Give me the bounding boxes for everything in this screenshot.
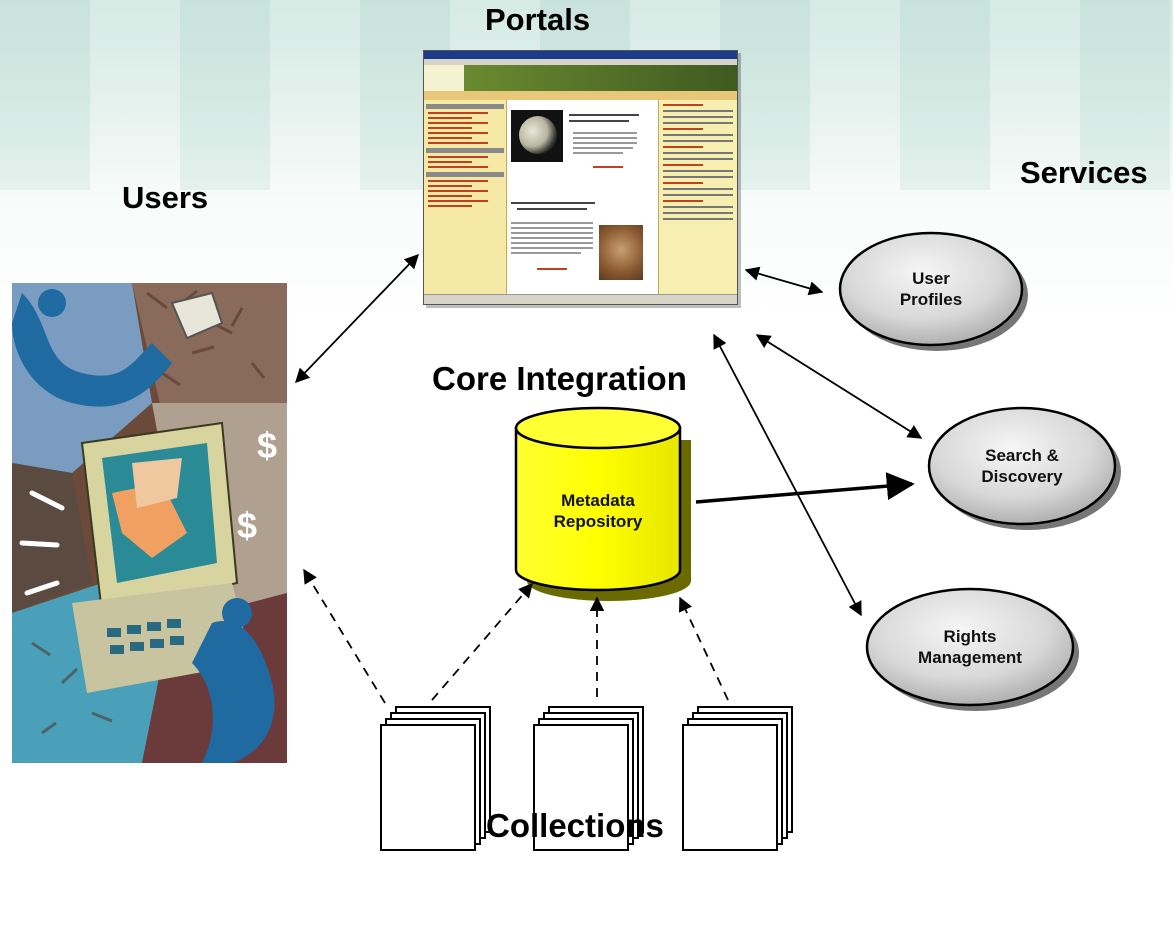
portal-right-column [658, 100, 737, 294]
fossil-image [599, 225, 643, 280]
moon-image [511, 110, 563, 162]
dashed-arrow-collection-users [303, 568, 386, 704]
metadata-repository-cylinder [514, 406, 691, 601]
arrow-portals-rights-management [713, 333, 862, 617]
portal-left-menu [424, 100, 507, 294]
portal-nav [424, 91, 737, 100]
user-profiles-line2: Profiles [899, 290, 963, 309]
portal-banner [424, 65, 737, 91]
user-profiles-label: User Profiles [871, 268, 991, 310]
arrow-users-portals [295, 253, 419, 384]
collections-label: Collections [486, 807, 664, 844]
arrow-portals-user-profiles [744, 266, 824, 296]
service-user-profiles [838, 231, 1028, 351]
services-label: Services [1020, 155, 1148, 190]
core-integration-label: Core Integration [432, 360, 687, 397]
rights-management-label: Rights Management [895, 626, 1045, 668]
search-discovery-line2: Discovery [981, 467, 1063, 486]
portal-window-titlebar [424, 51, 737, 59]
repository-line2: Repository [553, 512, 643, 531]
dashed-arrow-collection3-repository [679, 596, 729, 701]
dollar-sign-icon: $ [257, 425, 277, 466]
search-discovery-label: Search & Discovery [952, 445, 1092, 487]
user-profiles-line1: User [912, 269, 950, 288]
service-rights-management [865, 587, 1079, 711]
portals-label: Portals [485, 2, 591, 37]
portal-menubar [424, 59, 737, 65]
users-illustration: $ $ [12, 283, 287, 763]
collection-stack-2 [533, 706, 644, 851]
rights-management-line2: Management [918, 648, 1022, 667]
rights-management-line1: Rights [943, 627, 997, 646]
search-discovery-line1: Search & [985, 446, 1059, 465]
portal-statusbar [424, 294, 737, 304]
dollar-sign-icon: $ [237, 505, 257, 546]
portal-screenshot [423, 50, 738, 305]
arrow-portals-search-discovery [755, 334, 923, 439]
arrow-repository-search-discovery [695, 472, 915, 504]
collection-stack-3 [682, 706, 793, 851]
service-search-discovery [927, 406, 1121, 530]
metadata-repository-label: Metadata Repository [528, 490, 668, 532]
dashed-arrow-collection1-repository [431, 582, 533, 701]
repository-line1: Metadata [561, 491, 635, 510]
portal-main-content [507, 100, 729, 294]
users-label: Users [122, 180, 209, 215]
collection-stack-1 [380, 706, 491, 851]
